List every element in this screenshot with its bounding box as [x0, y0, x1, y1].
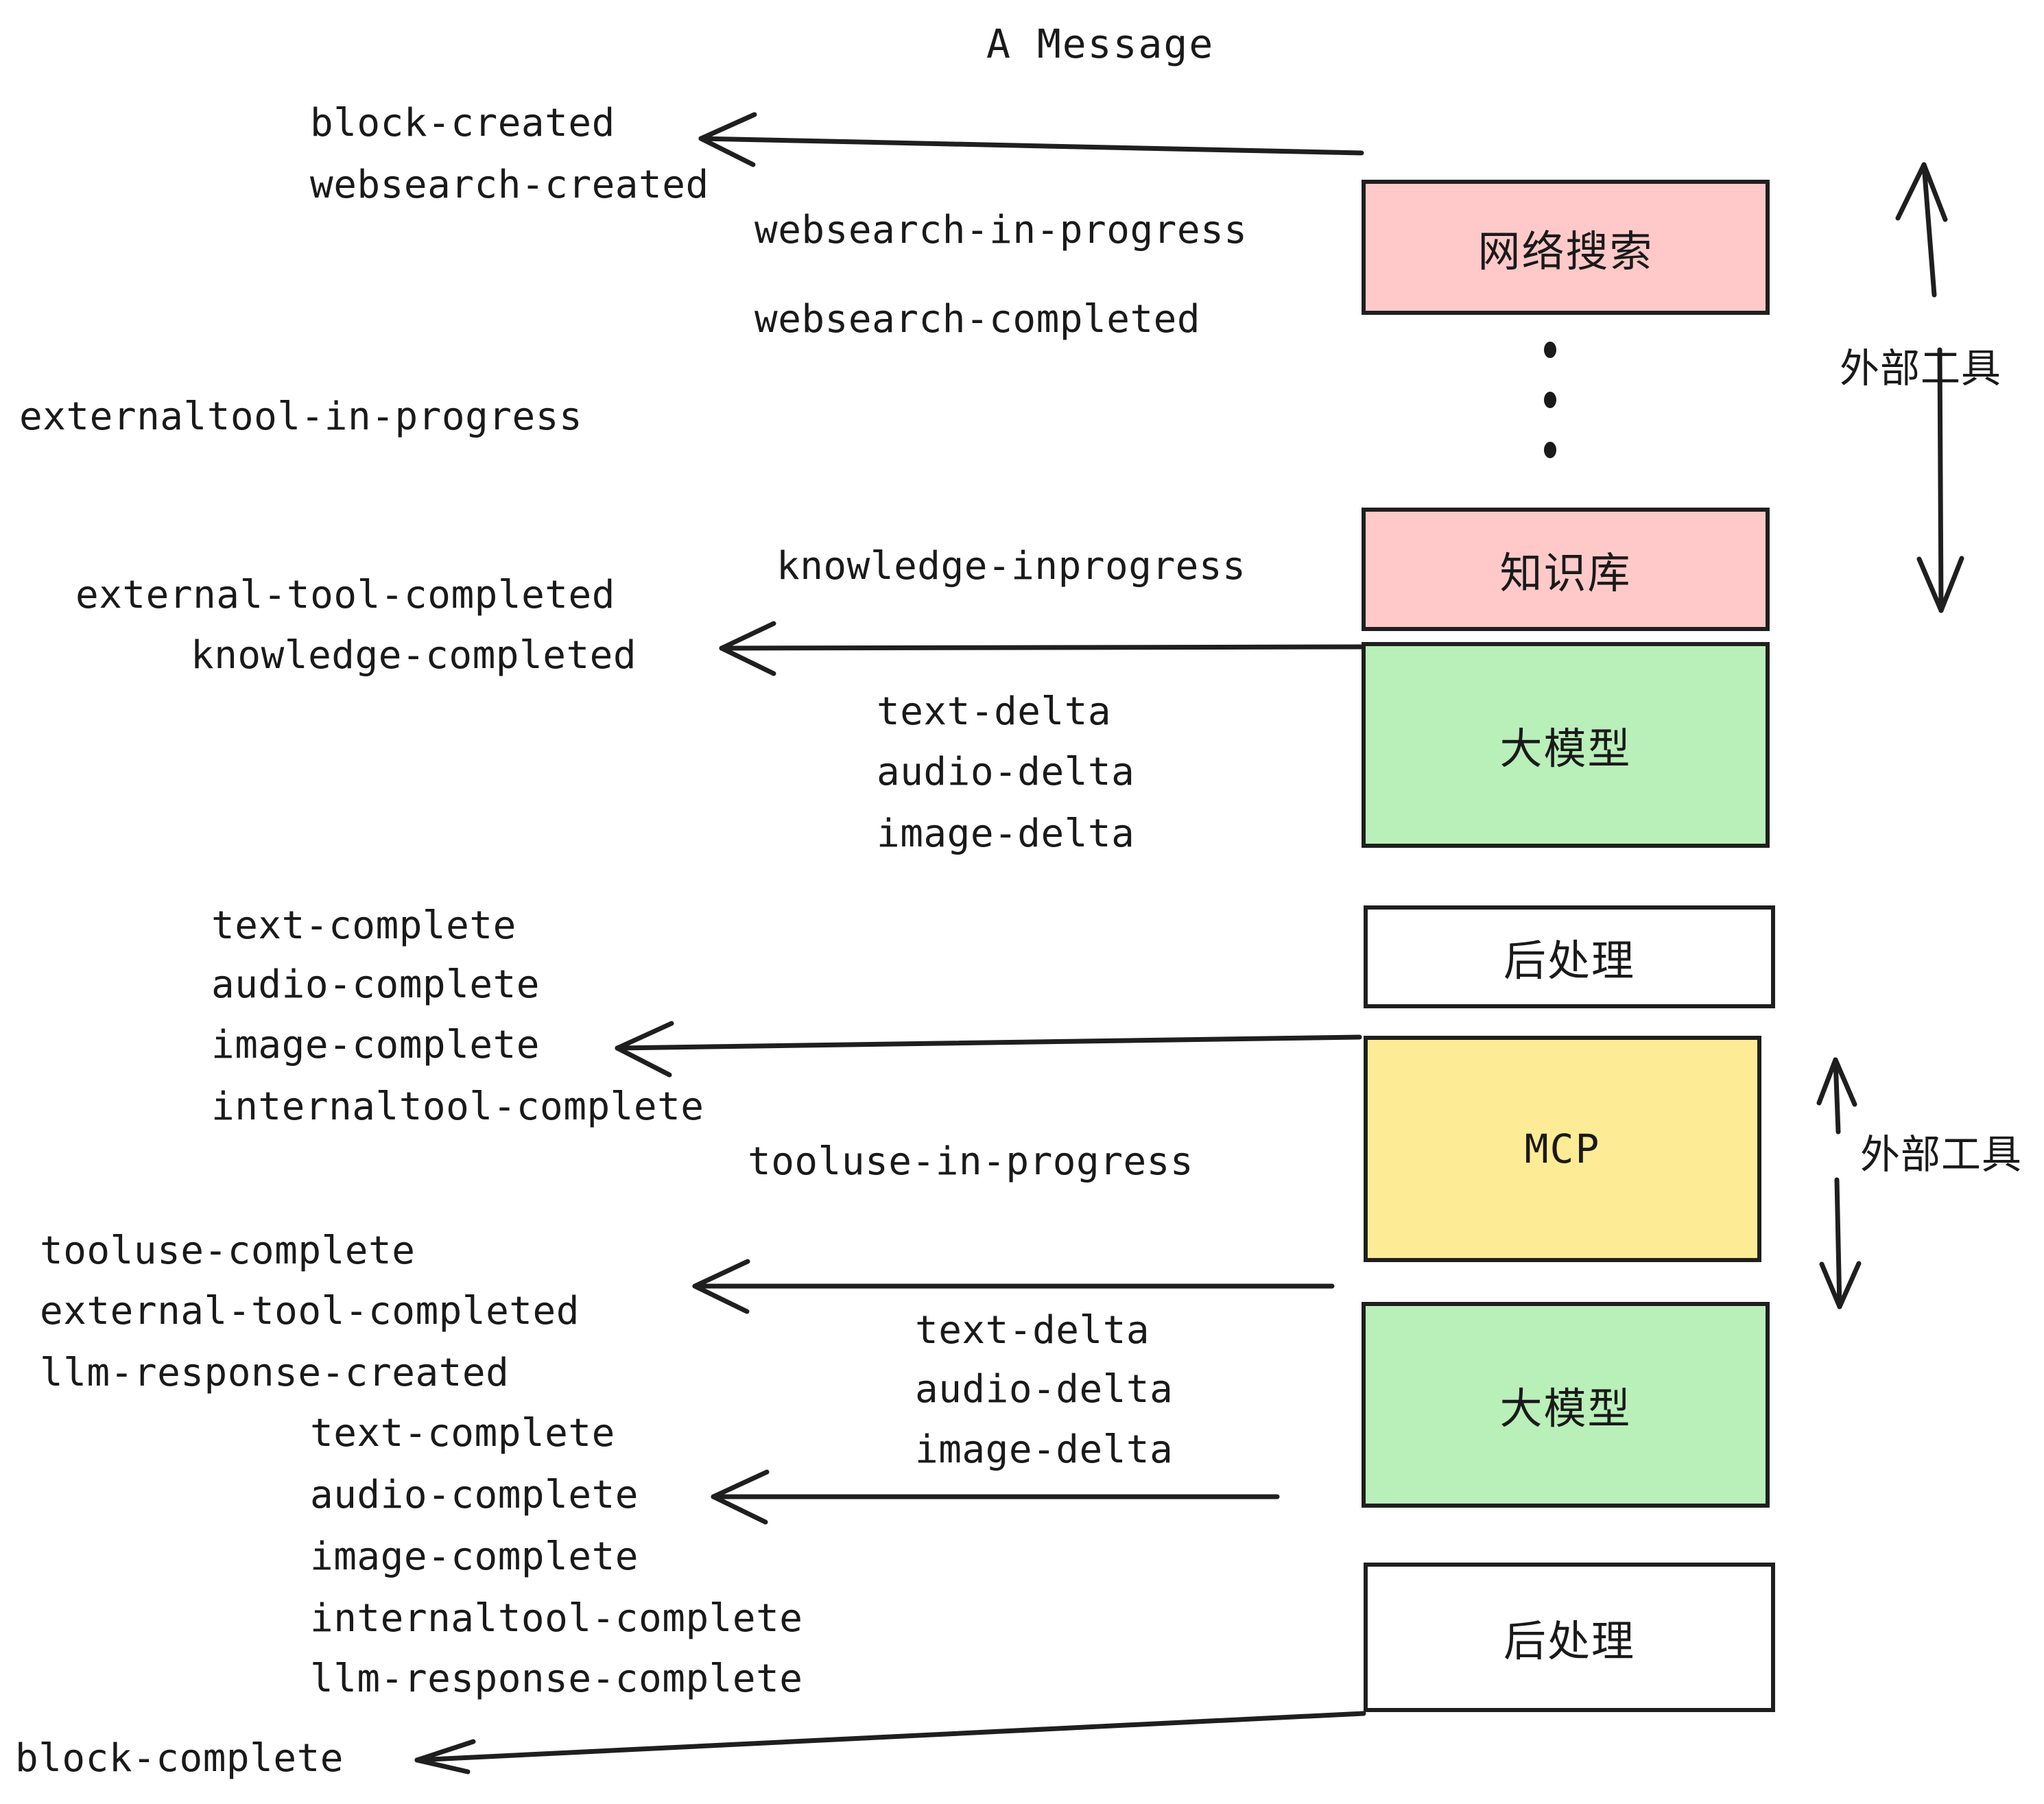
node-llm-first-label: 大模型	[1499, 724, 1632, 774]
event-llm-response-created: llm-response-created	[40, 1351, 510, 1395]
event-audio-complete-1: audio-complete	[211, 962, 540, 1007]
node-postprocess-first-label: 后处理	[1503, 936, 1635, 986]
event-llm-response-complete: llm-response-complete	[310, 1657, 803, 1701]
event-audio-delta-2: audio-delta	[915, 1367, 1174, 1412]
event-knowledge-completed: knowledge-completed	[191, 633, 637, 678]
arrow-postprocess-to-image-complete	[615, 1021, 1362, 1078]
event-internaltool-complete-2: internaltool-complete	[310, 1596, 803, 1641]
node-postprocess-second[interactable]: 后处理	[1364, 1563, 1775, 1712]
node-postprocess-first[interactable]: 后处理	[1364, 905, 1775, 1008]
event-external-tool-completed-2: external-tool-completed	[40, 1289, 580, 1333]
group-label-external-tool-bottom: 外部工具	[1860, 1131, 2023, 1178]
event-tooluse-complete: tooluse-complete	[40, 1229, 416, 1273]
event-internaltool-complete-1: internaltool-complete	[211, 1084, 704, 1129]
event-audio-delta-1: audio-delta	[877, 750, 1135, 794]
event-text-complete-1: text-complete	[211, 903, 516, 948]
arrow-knowledge-to-completed	[719, 621, 1364, 676]
node-llm-second[interactable]: 大模型	[1362, 1302, 1770, 1508]
external-tool-bracket-bottom	[1816, 1057, 1862, 1309]
event-text-delta-1: text-delta	[877, 689, 1112, 734]
event-external-tool-completed-1: external-tool-completed	[75, 573, 615, 617]
event-tooluse-in-progress: tooluse-in-progress	[748, 1139, 1194, 1184]
node-postprocess-second-label: 后处理	[1503, 1616, 1635, 1666]
page-title: A Message	[986, 21, 1215, 67]
event-image-complete-2: image-complete	[310, 1534, 639, 1579]
node-knowledge-base[interactable]: 知识库	[1362, 508, 1770, 631]
node-knowledge-base-label: 知识库	[1499, 548, 1632, 598]
event-image-delta-2: image-delta	[915, 1427, 1174, 1472]
event-text-delta-2: text-delta	[915, 1308, 1150, 1353]
event-image-delta-1: image-delta	[877, 811, 1135, 856]
event-audio-complete-2: audio-complete	[310, 1473, 639, 1517]
event-websearch-completed: websearch-completed	[754, 297, 1201, 342]
event-block-complete: block-complete	[15, 1736, 344, 1781]
node-websearch[interactable]: 网络搜索	[1362, 180, 1770, 315]
event-knowledge-inprogress: knowledge-inprogress	[776, 544, 1246, 589]
vertical-ellipsis	[1543, 342, 1557, 458]
node-mcp-label: MCP	[1524, 1126, 1601, 1172]
group-label-external-tool-top: 外部工具	[1840, 345, 2002, 392]
arrow-postprocess-to-block-complete	[414, 1711, 1366, 1775]
node-mcp[interactable]: MCP	[1364, 1036, 1761, 1262]
event-image-complete-1: image-complete	[211, 1023, 540, 1067]
arrow-llm-to-audio-complete	[711, 1469, 1280, 1525]
arrow-mcp-to-tooluse-complete	[692, 1259, 1335, 1314]
node-llm-second-label: 大模型	[1499, 1384, 1632, 1434]
event-block-created: block-created	[310, 101, 615, 145]
arrow-websearch-to-block-created	[698, 112, 1364, 167]
event-text-complete-2: text-complete	[310, 1411, 615, 1456]
event-externaltool-in-progress: externaltool-in-progress	[19, 394, 583, 439]
event-websearch-in-progress: websearch-in-progress	[754, 208, 1248, 252]
node-websearch-label: 网络搜索	[1477, 226, 1654, 276]
event-websearch-created: websearch-created	[310, 163, 709, 207]
node-llm-first[interactable]: 大模型	[1362, 642, 1770, 848]
